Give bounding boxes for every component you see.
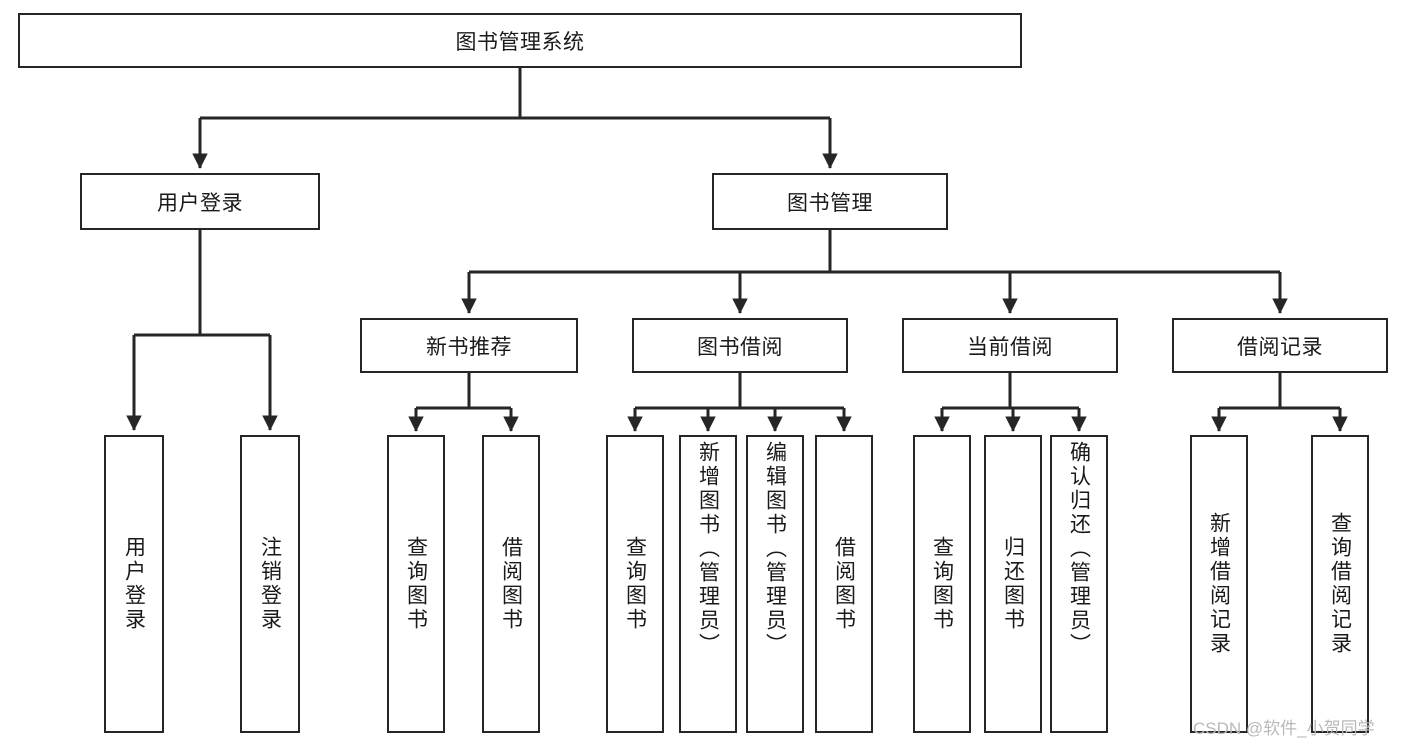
node-borrow-record-label: 借阅记录 bbox=[1237, 335, 1323, 359]
node-leaf-add-book[interactable]: 新增图书（管理员） bbox=[679, 435, 737, 733]
node-borrow-record[interactable]: 借阅记录 bbox=[1172, 318, 1388, 373]
node-leaf-user-login[interactable]: 用户登录 bbox=[104, 435, 164, 733]
node-root[interactable]: 图书管理系统 bbox=[18, 13, 1022, 68]
node-root-label: 图书管理系统 bbox=[455, 30, 585, 54]
node-leaf-query-book-2[interactable]: 查询图书 bbox=[606, 435, 664, 733]
node-leaf-confirm-return-label: 确认归还（管理员） bbox=[1067, 441, 1091, 657]
node-user-login[interactable]: 用户登录 bbox=[80, 173, 320, 230]
node-leaf-edit-book[interactable]: 编辑图书（管理员） bbox=[746, 435, 804, 733]
node-user-login-label: 用户登录 bbox=[157, 191, 243, 215]
node-leaf-add-book-label: 新增图书（管理员） bbox=[696, 441, 720, 657]
node-leaf-query-book-1[interactable]: 查询图书 bbox=[387, 435, 445, 733]
node-leaf-borrow-book-1-label: 借阅图书 bbox=[499, 536, 523, 632]
node-leaf-borrow-book-1[interactable]: 借阅图书 bbox=[482, 435, 540, 733]
node-leaf-user-login-label: 用户登录 bbox=[122, 536, 146, 632]
node-leaf-query-book-2-label: 查询图书 bbox=[623, 536, 647, 632]
node-leaf-confirm-return[interactable]: 确认归还（管理员） bbox=[1050, 435, 1108, 733]
node-book-manage-label: 图书管理 bbox=[787, 191, 873, 215]
node-current-borrow[interactable]: 当前借阅 bbox=[902, 318, 1118, 373]
node-leaf-return-book-label: 归还图书 bbox=[1001, 536, 1025, 632]
node-current-borrow-label: 当前借阅 bbox=[967, 335, 1053, 359]
node-leaf-query-record[interactable]: 查询借阅记录 bbox=[1311, 435, 1369, 733]
node-leaf-query-book-3-label: 查询图书 bbox=[930, 536, 954, 632]
node-leaf-add-record-label: 新增借阅记录 bbox=[1207, 512, 1231, 656]
node-leaf-query-record-label: 查询借阅记录 bbox=[1328, 512, 1352, 656]
node-leaf-return-book[interactable]: 归还图书 bbox=[984, 435, 1042, 733]
node-new-book-rec[interactable]: 新书推荐 bbox=[360, 318, 578, 373]
node-book-borrow-label: 图书借阅 bbox=[697, 335, 783, 359]
node-leaf-edit-book-label: 编辑图书（管理员） bbox=[763, 441, 787, 657]
node-leaf-borrow-book-2-label: 借阅图书 bbox=[832, 536, 856, 632]
node-leaf-logout[interactable]: 注销登录 bbox=[240, 435, 300, 733]
node-book-manage[interactable]: 图书管理 bbox=[712, 173, 948, 230]
node-new-book-rec-label: 新书推荐 bbox=[426, 335, 512, 359]
node-leaf-query-book-1-label: 查询图书 bbox=[404, 536, 428, 632]
node-book-borrow[interactable]: 图书借阅 bbox=[632, 318, 848, 373]
node-leaf-query-book-3[interactable]: 查询图书 bbox=[913, 435, 971, 733]
node-leaf-borrow-book-2[interactable]: 借阅图书 bbox=[815, 435, 873, 733]
node-leaf-logout-label: 注销登录 bbox=[258, 536, 282, 632]
node-leaf-add-record[interactable]: 新增借阅记录 bbox=[1190, 435, 1248, 733]
